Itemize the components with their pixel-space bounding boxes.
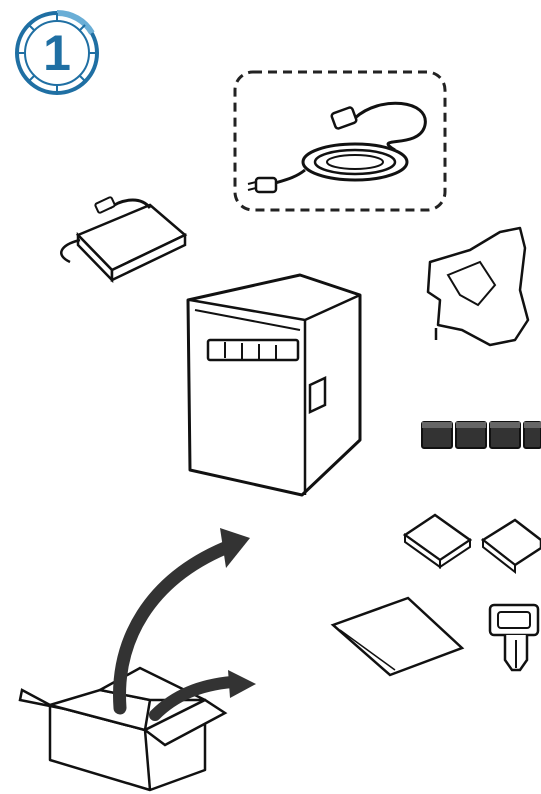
step-badge: 1 — [12, 8, 102, 98]
unpack-arrow-icon — [113, 528, 256, 721]
ac-adapter-icon — [60, 196, 188, 284]
step-number: 1 — [43, 25, 71, 81]
cable-clip-icon — [488, 603, 540, 672]
step-badge-icon — [15, 9, 99, 95]
manual-sheet-icon — [330, 596, 465, 677]
printer-icon — [186, 273, 362, 497]
roll-paper-icon — [402, 513, 541, 575]
power-cord-icon — [233, 70, 447, 212]
rubber-feet-icon — [421, 421, 541, 449]
paper-guide-icon — [426, 226, 530, 347]
